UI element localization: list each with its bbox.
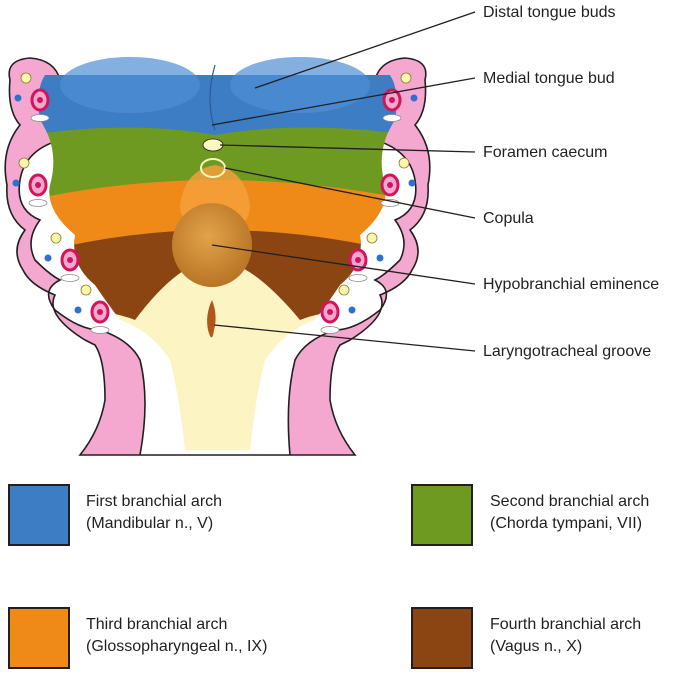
label-foramen-caecum: Foramen caecum	[483, 144, 608, 161]
legend-nerve: (Vagus n., X)	[490, 638, 583, 655]
leader-medial-tongue-bud	[211, 77, 476, 126]
legend-item-fourth-arch: Fourth branchial arch (Vagus n., X)	[490, 614, 641, 658]
arch-artery-lumen	[355, 257, 361, 263]
legend-swatch-second-arch	[411, 484, 473, 546]
distal-tongue-bud-right	[230, 57, 370, 113]
arch-artery-lumen	[389, 97, 395, 103]
arch-cartilage-right	[320, 326, 340, 334]
distal-tongue-bud-left	[60, 57, 200, 113]
arch-nerve-right	[400, 72, 412, 84]
arch-cartilage-right	[382, 114, 402, 122]
label-medial-tongue-bud: Medial tongue bud	[483, 70, 615, 87]
arch-cartilage-left	[28, 199, 48, 207]
label-laryngotracheal-groove: Laryngotracheal groove	[483, 343, 652, 360]
legend-title: Second branchial arch	[490, 493, 650, 510]
arch-vein-right	[408, 179, 416, 187]
arch-vein-right	[410, 94, 418, 102]
legend-swatch-third-arch	[8, 607, 70, 669]
first-arch-region	[38, 75, 397, 135]
arch-nerve-left	[20, 72, 32, 84]
legend-item-second-arch: Second branchial arch (Chorda tympani, V…	[490, 491, 649, 535]
arch-artery-lumen	[97, 309, 103, 315]
arch-vein-left	[44, 254, 52, 262]
arch-cartilage-left	[90, 326, 110, 334]
arch-cartilage-left	[30, 114, 50, 122]
label-hypobranchial-eminence: Hypobranchial eminence	[483, 276, 660, 293]
fourth-arch-region	[38, 225, 397, 330]
legend-title: Third branchial arch	[86, 616, 228, 633]
arch-cartilage-right	[348, 274, 368, 282]
arch-vein-left	[14, 94, 22, 102]
arch-artery-lumen	[327, 309, 333, 315]
arch-vein-right	[348, 306, 356, 314]
legend-nerve: (Mandibular n., V)	[86, 515, 214, 532]
leader-lines	[211, 11, 476, 352]
arch-vein-left	[12, 179, 20, 187]
leader-hypobranchial-eminence	[211, 244, 476, 285]
arch-artery-lumen	[35, 182, 41, 188]
arch-artery-lumen	[67, 257, 73, 263]
arch-nerve-left	[80, 284, 92, 296]
arch-nerve-right	[338, 284, 350, 296]
legend-item-first-arch: First branchial arch (Mandibular n., V)	[86, 491, 222, 535]
laryngotracheal-groove-shape	[207, 300, 216, 338]
legend-title: Fourth branchial arch	[490, 616, 642, 633]
label-copula: Copula	[483, 210, 534, 227]
arch-artery-lumen	[387, 182, 393, 188]
legend-nerve: (Chorda tympani, VII)	[490, 515, 643, 532]
arch-nerve-right	[398, 157, 410, 169]
legend-nerve: (Glossopharyngeal n., IX)	[86, 638, 268, 655]
label-distal-tongue-buds: Distal tongue buds	[483, 4, 616, 21]
arch-artery-lumen	[37, 97, 43, 103]
arch-vessel-bundles	[12, 72, 418, 334]
leader-copula	[224, 167, 476, 219]
arch-nerve-right	[366, 232, 378, 244]
arch-nerve-left	[18, 157, 30, 169]
leader-laryngotracheal-groove	[213, 324, 476, 352]
legend-title: First branchial arch	[86, 493, 223, 510]
legend-swatch-fourth-arch	[411, 607, 473, 669]
arch-nerve-left	[50, 232, 62, 244]
leader-foramen-caecum	[219, 144, 476, 153]
leader-distal-tongue-buds	[254, 11, 476, 89]
arch-vein-left	[74, 306, 82, 314]
arch-vein-right	[376, 254, 384, 262]
legend-item-third-arch: Third branchial arch (Glossopharyngeal n…	[86, 614, 267, 658]
arch-cartilage-left	[60, 274, 80, 282]
legend-swatch-first-arch	[8, 484, 70, 546]
